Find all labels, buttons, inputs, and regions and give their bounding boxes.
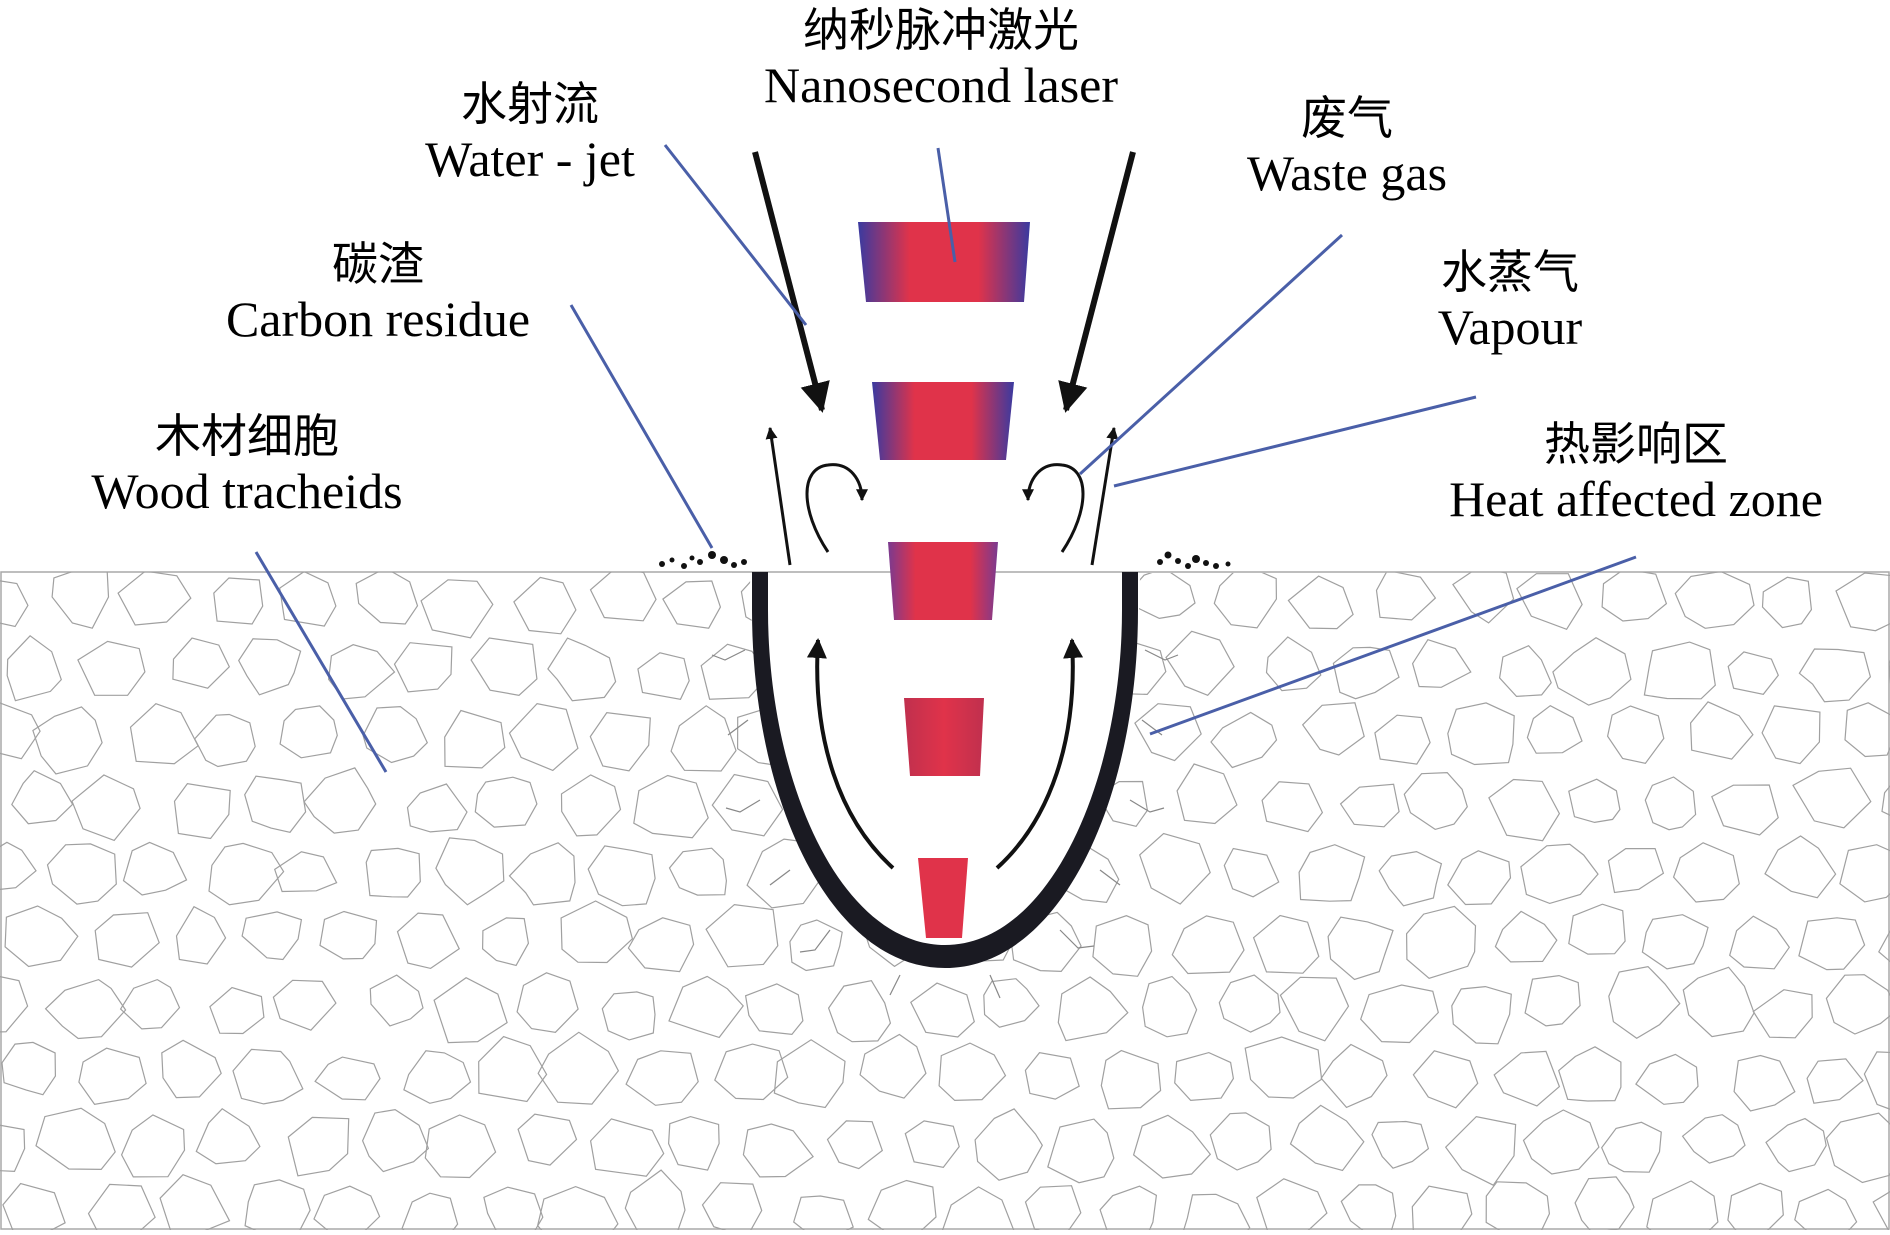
- water-jet-arrow-left: [755, 152, 822, 410]
- label-nanosecond-laser: 纳秒脉冲激光 Nanosecond laser: [706, 4, 1176, 114]
- laser-pulse-3: [888, 542, 998, 620]
- carbon-residue-dot: [1213, 563, 1219, 569]
- laser-pulse-4: [904, 698, 984, 776]
- label-heat-affected-zone-zh: 热影响区: [1416, 418, 1856, 471]
- laser-pulse-5: [918, 858, 968, 938]
- carbon-residue-dot: [720, 556, 728, 564]
- label-heat-affected-zone: 热影响区 Heat affected zone: [1416, 418, 1856, 528]
- carbon-residue-dot: [1165, 552, 1172, 559]
- carbon-residue-dot: [741, 559, 747, 565]
- label-carbon-residue-zh: 碳渣: [198, 238, 558, 291]
- carbon-residue-dot: [1226, 562, 1231, 567]
- label-water-jet: 水射流 Water - jet: [400, 78, 660, 188]
- label-wood-tracheids: 木材细胞 Wood tracheids: [62, 410, 432, 520]
- carbon-residue-dot: [659, 561, 665, 567]
- label-heat-affected-zone-en: Heat affected zone: [1416, 471, 1856, 529]
- label-wood-tracheids-zh: 木材细胞: [62, 410, 432, 463]
- laser-pulse-1: [858, 222, 1030, 302]
- vapour-arrow-left: [770, 428, 790, 565]
- label-vapour-en: Vapour: [1410, 299, 1610, 357]
- laser-pulse-2: [872, 382, 1014, 460]
- carbon-residue-dot: [1185, 563, 1191, 569]
- carbon-residue-dot: [1192, 555, 1200, 563]
- label-waste-gas-en: Waste gas: [1222, 145, 1472, 203]
- waste-gas-curls: [807, 465, 1083, 552]
- label-carbon-residue-en: Carbon residue: [198, 291, 558, 349]
- carbon-residue-dot: [1175, 558, 1181, 564]
- label-vapour: 水蒸气 Vapour: [1410, 246, 1610, 356]
- label-vapour-zh: 水蒸气: [1410, 246, 1610, 299]
- label-laser-en: Nanosecond laser: [706, 57, 1176, 115]
- leader-water-jet: [665, 145, 806, 325]
- waste-gas-curl-right: [1028, 465, 1083, 552]
- carbon-residue-dot: [690, 556, 695, 561]
- carbon-residue-dot: [670, 558, 675, 563]
- carbon-residue-dot: [708, 551, 716, 559]
- label-wood-tracheids-en: Wood tracheids: [62, 463, 432, 521]
- label-laser-zh: 纳秒脉冲激光: [706, 4, 1176, 57]
- vapour-arrow-right: [1092, 428, 1114, 565]
- label-water-jet-zh: 水射流: [400, 78, 660, 131]
- carbon-residue-dot: [697, 559, 703, 565]
- label-carbon-residue: 碳渣 Carbon residue: [198, 238, 558, 348]
- carbon-residue-dot: [681, 563, 687, 569]
- label-waste-gas: 废气 Waste gas: [1222, 92, 1472, 202]
- carbon-residue-dot: [1157, 559, 1163, 565]
- label-waste-gas-zh: 废气: [1222, 92, 1472, 145]
- leader-carbon-residue: [571, 305, 712, 548]
- carbon-residue-dot: [1203, 560, 1209, 566]
- waste-gas-curl-left: [807, 465, 862, 552]
- carbon-residue-dot: [731, 562, 737, 568]
- label-water-jet-en: Water - jet: [400, 131, 660, 189]
- water-jet-arrow-right: [1066, 152, 1133, 410]
